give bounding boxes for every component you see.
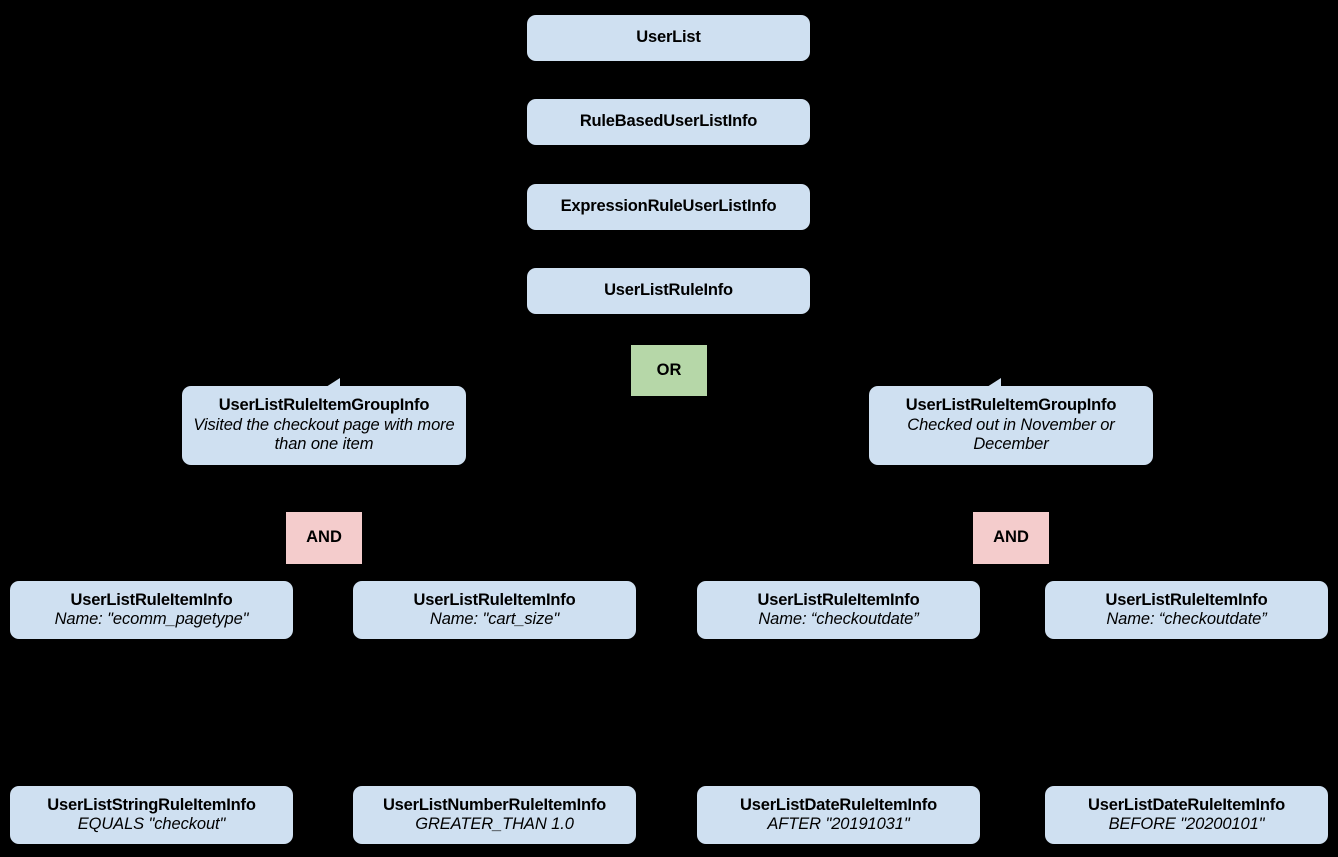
node-ruleitem-3[interactable]: UserListRuleItemInfo Name: “checkoutdate… <box>697 581 980 639</box>
node-title: UserListRuleItemInfo <box>1105 590 1268 609</box>
node-ruleitem-2[interactable]: UserListRuleItemInfo Name: "cart_size" <box>353 581 636 639</box>
node-subtitle: Name: “checkoutdate” <box>1106 610 1267 628</box>
node-subtitle: Name: "ecomm_pagetype" <box>54 610 249 628</box>
node-title: UserListRuleItemInfo <box>413 590 576 609</box>
node-subtitle: AFTER "20191031" <box>767 815 910 833</box>
node-userlist[interactable]: UserList <box>527 15 810 61</box>
node-subtitle: Visited the checkout page with more than… <box>193 415 455 454</box>
node-title: UserListRuleItemGroupInfo <box>905 396 1117 415</box>
node-title: UserListRuleItemInfo <box>70 590 233 609</box>
node-group-left[interactable]: UserListRuleItemGroupInfo Visited the ch… <box>182 386 466 465</box>
node-title: ExpressionRuleUserListInfo <box>560 197 777 216</box>
node-ruleitem-4[interactable]: UserListRuleItemInfo Name: “checkoutdate… <box>1045 581 1328 639</box>
operator-label: OR <box>656 360 682 379</box>
node-title: UserListRuleInfo <box>604 281 733 300</box>
node-leaf-string[interactable]: UserListStringRuleItemInfo EQUALS "check… <box>10 786 293 844</box>
node-subtitle: EQUALS "checkout" <box>77 815 226 833</box>
node-rulebaseduserlistinfo[interactable]: RuleBasedUserListInfo <box>527 99 810 145</box>
operator-and-right[interactable]: AND <box>973 512 1049 564</box>
node-subtitle: Name: "cart_size" <box>429 610 560 628</box>
node-group-right[interactable]: UserListRuleItemGroupInfo Checked out in… <box>869 386 1153 465</box>
node-title: UserListDateRuleItemInfo <box>740 795 937 814</box>
node-subtitle: Name: “checkoutdate” <box>758 610 919 628</box>
connector-notch-left <box>326 378 340 387</box>
node-subtitle: Checked out in November or December <box>907 415 1115 454</box>
operator-or[interactable]: OR <box>631 345 707 396</box>
node-subtitle: BEFORE "20200101" <box>1108 815 1265 833</box>
node-ruleitem-1[interactable]: UserListRuleItemInfo Name: "ecomm_pagety… <box>10 581 293 639</box>
node-title: UserListDateRuleItemInfo <box>1088 795 1285 814</box>
connector-notch-right <box>987 378 1001 387</box>
node-title: RuleBasedUserListInfo <box>579 112 758 131</box>
node-title: UserListRuleItemInfo <box>757 590 920 609</box>
node-title: UserListStringRuleItemInfo <box>47 795 256 814</box>
operator-label: AND <box>306 528 342 547</box>
node-title: UserListRuleItemGroupInfo <box>218 396 430 415</box>
node-leaf-number[interactable]: UserListNumberRuleItemInfo GREATER_THAN … <box>353 786 636 844</box>
node-leaf-date-after[interactable]: UserListDateRuleItemInfo AFTER "20191031… <box>697 786 980 844</box>
operator-label: AND <box>993 528 1029 547</box>
node-subtitle: GREATER_THAN 1.0 <box>415 815 574 833</box>
node-expressionruleuserlistinfo[interactable]: ExpressionRuleUserListInfo <box>527 184 810 230</box>
node-title: UserListNumberRuleItemInfo <box>382 795 607 814</box>
node-title: UserList <box>636 28 701 47</box>
node-userlistruleinfo[interactable]: UserListRuleInfo <box>527 268 810 314</box>
operator-and-left[interactable]: AND <box>286 512 362 564</box>
node-leaf-date-before[interactable]: UserListDateRuleItemInfo BEFORE "2020010… <box>1045 786 1328 844</box>
